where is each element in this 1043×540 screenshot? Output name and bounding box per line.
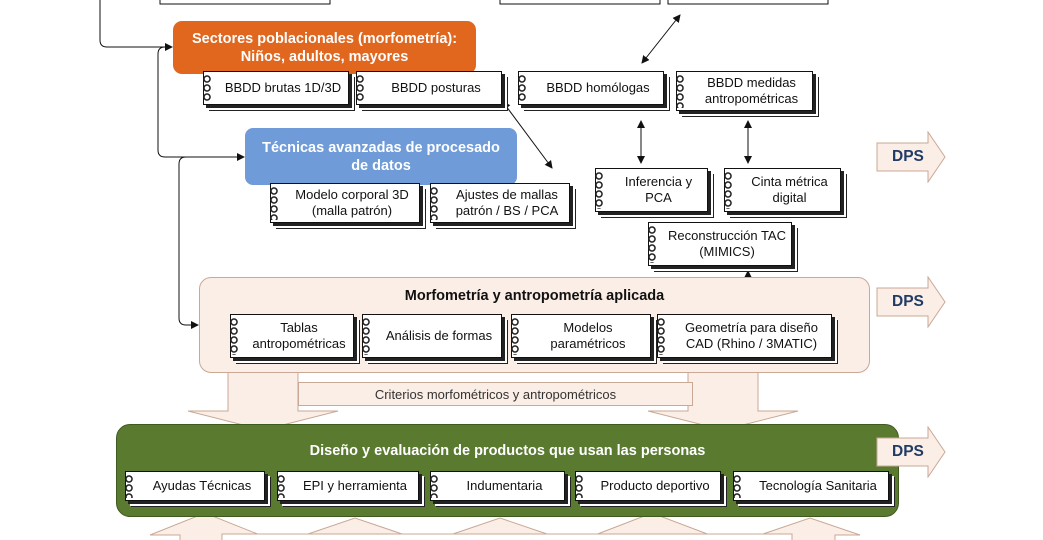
diseno-panel <box>116 424 899 517</box>
geometria-cad-card: Geometría para diseño CAD (Rhino / 3MATI… <box>655 314 832 358</box>
ajustes-mallas-card: Ajustes de mallas patrón / BS / PCA <box>428 183 570 223</box>
tecnicas-header: Técnicas avanzadas de procesado de datos <box>245 128 517 185</box>
indumentaria-card: Indumentaria <box>428 471 565 501</box>
binder-rings-icon <box>593 171 605 209</box>
producto-deportivo-card: Producto deportivo <box>573 471 721 501</box>
morfometria-title: Morfometría y antropometría aplicada <box>404 288 665 304</box>
card-label: BBDD posturas <box>391 80 481 95</box>
inferencia-pca-card: Inferencia y PCA <box>593 168 708 212</box>
binder-rings-icon <box>655 317 667 355</box>
flow-arrows-down <box>187 369 799 431</box>
binder-rings-icon <box>123 474 135 498</box>
bbdd-homologas-card: BBDD homólogas <box>516 71 664 105</box>
card-label: Indumentaria <box>466 478 543 493</box>
block-arrow-icon <box>876 276 946 328</box>
bbdd-brutas-card: BBDD brutas 1D/3D <box>201 71 349 105</box>
card-label: Geometría para diseño CAD (Rhino / 3MATI… <box>685 320 818 351</box>
card-label: EPI y herramienta <box>302 478 408 493</box>
binder-rings-icon <box>573 474 585 498</box>
binder-rings-icon <box>509 317 521 355</box>
dps-label: DPS <box>892 293 924 310</box>
binder-rings-icon <box>201 74 213 102</box>
bbdd-posturas-card: BBDD posturas <box>354 71 502 105</box>
card-label: Producto deportivo <box>600 478 710 493</box>
binder-rings-icon <box>674 74 686 108</box>
card-label: Inferencia y PCA <box>624 174 693 205</box>
card-label: Ayudas Técnicas <box>152 478 252 493</box>
criterios-bar: Criterios morfométricos y antropométrico… <box>298 382 693 406</box>
card-label: Modelo corporal 3D (malla patrón) <box>295 187 409 218</box>
block-arrow-icon <box>876 426 946 478</box>
dps-label: DPS <box>892 148 924 165</box>
binder-rings-icon <box>354 74 366 102</box>
top-cutoff-boxes <box>159 0 829 5</box>
modelos-parametricos-card: Modelos paramétricos <box>509 314 651 358</box>
block-arrow-icon <box>876 131 946 183</box>
card-label: Tecnología Sanitaria <box>759 478 877 493</box>
analisis-formas-card: Análisis de formas <box>360 314 502 358</box>
card-label: Modelos paramétricos <box>550 320 626 351</box>
binder-rings-icon <box>228 317 240 355</box>
tecnologia-sanitaria-card: Tecnología Sanitaria <box>731 471 889 501</box>
binder-rings-icon <box>360 317 372 355</box>
binder-rings-icon <box>428 474 440 498</box>
bbdd-medidas-card: BBDD medidas antropométricas <box>674 71 813 111</box>
cinta-metrica-card: Cinta métrica digital <box>722 168 841 212</box>
tablas-card: Tablas antropométricas <box>228 314 354 358</box>
card-label: Ajustes de mallas patrón / BS / PCA <box>455 187 559 218</box>
sectores-header: Sectores poblacionales (morfometría): Ni… <box>173 21 476 74</box>
dps-arrow-3: DPS <box>876 426 946 478</box>
flow-arrows-up <box>149 512 861 540</box>
binder-rings-icon <box>268 186 280 220</box>
epi-herramienta-card: EPI y herramienta <box>275 471 419 501</box>
card-label: BBDD homólogas <box>546 80 650 95</box>
binder-rings-icon <box>722 171 734 209</box>
binder-rings-icon <box>646 225 658 263</box>
binder-rings-icon <box>428 186 440 220</box>
diseno-title: Diseño y evaluación de productos que usa… <box>309 443 706 459</box>
card-label: Cinta métrica digital <box>751 174 828 205</box>
binder-rings-icon <box>275 474 287 498</box>
binder-rings-icon <box>516 74 528 102</box>
reconstruccion-tac-card: Reconstrucción TAC (MIMICS) <box>646 222 792 266</box>
dps-label: DPS <box>892 443 924 460</box>
binder-rings-icon <box>731 474 743 498</box>
card-label: BBDD brutas 1D/3D <box>224 80 342 95</box>
dps-arrow-1: DPS <box>876 131 946 183</box>
card-label: BBDD medidas antropométricas <box>704 75 799 106</box>
dps-arrow-2: DPS <box>876 276 946 328</box>
card-label: Tablas antropométricas <box>252 320 346 351</box>
card-label: Reconstrucción TAC (MIMICS) <box>667 228 786 259</box>
ayudas-tecnicas-card: Ayudas Técnicas <box>123 471 265 501</box>
modelo-corporal-card: Modelo corporal 3D (malla patrón) <box>268 183 420 223</box>
card-label: Análisis de formas <box>385 328 493 343</box>
